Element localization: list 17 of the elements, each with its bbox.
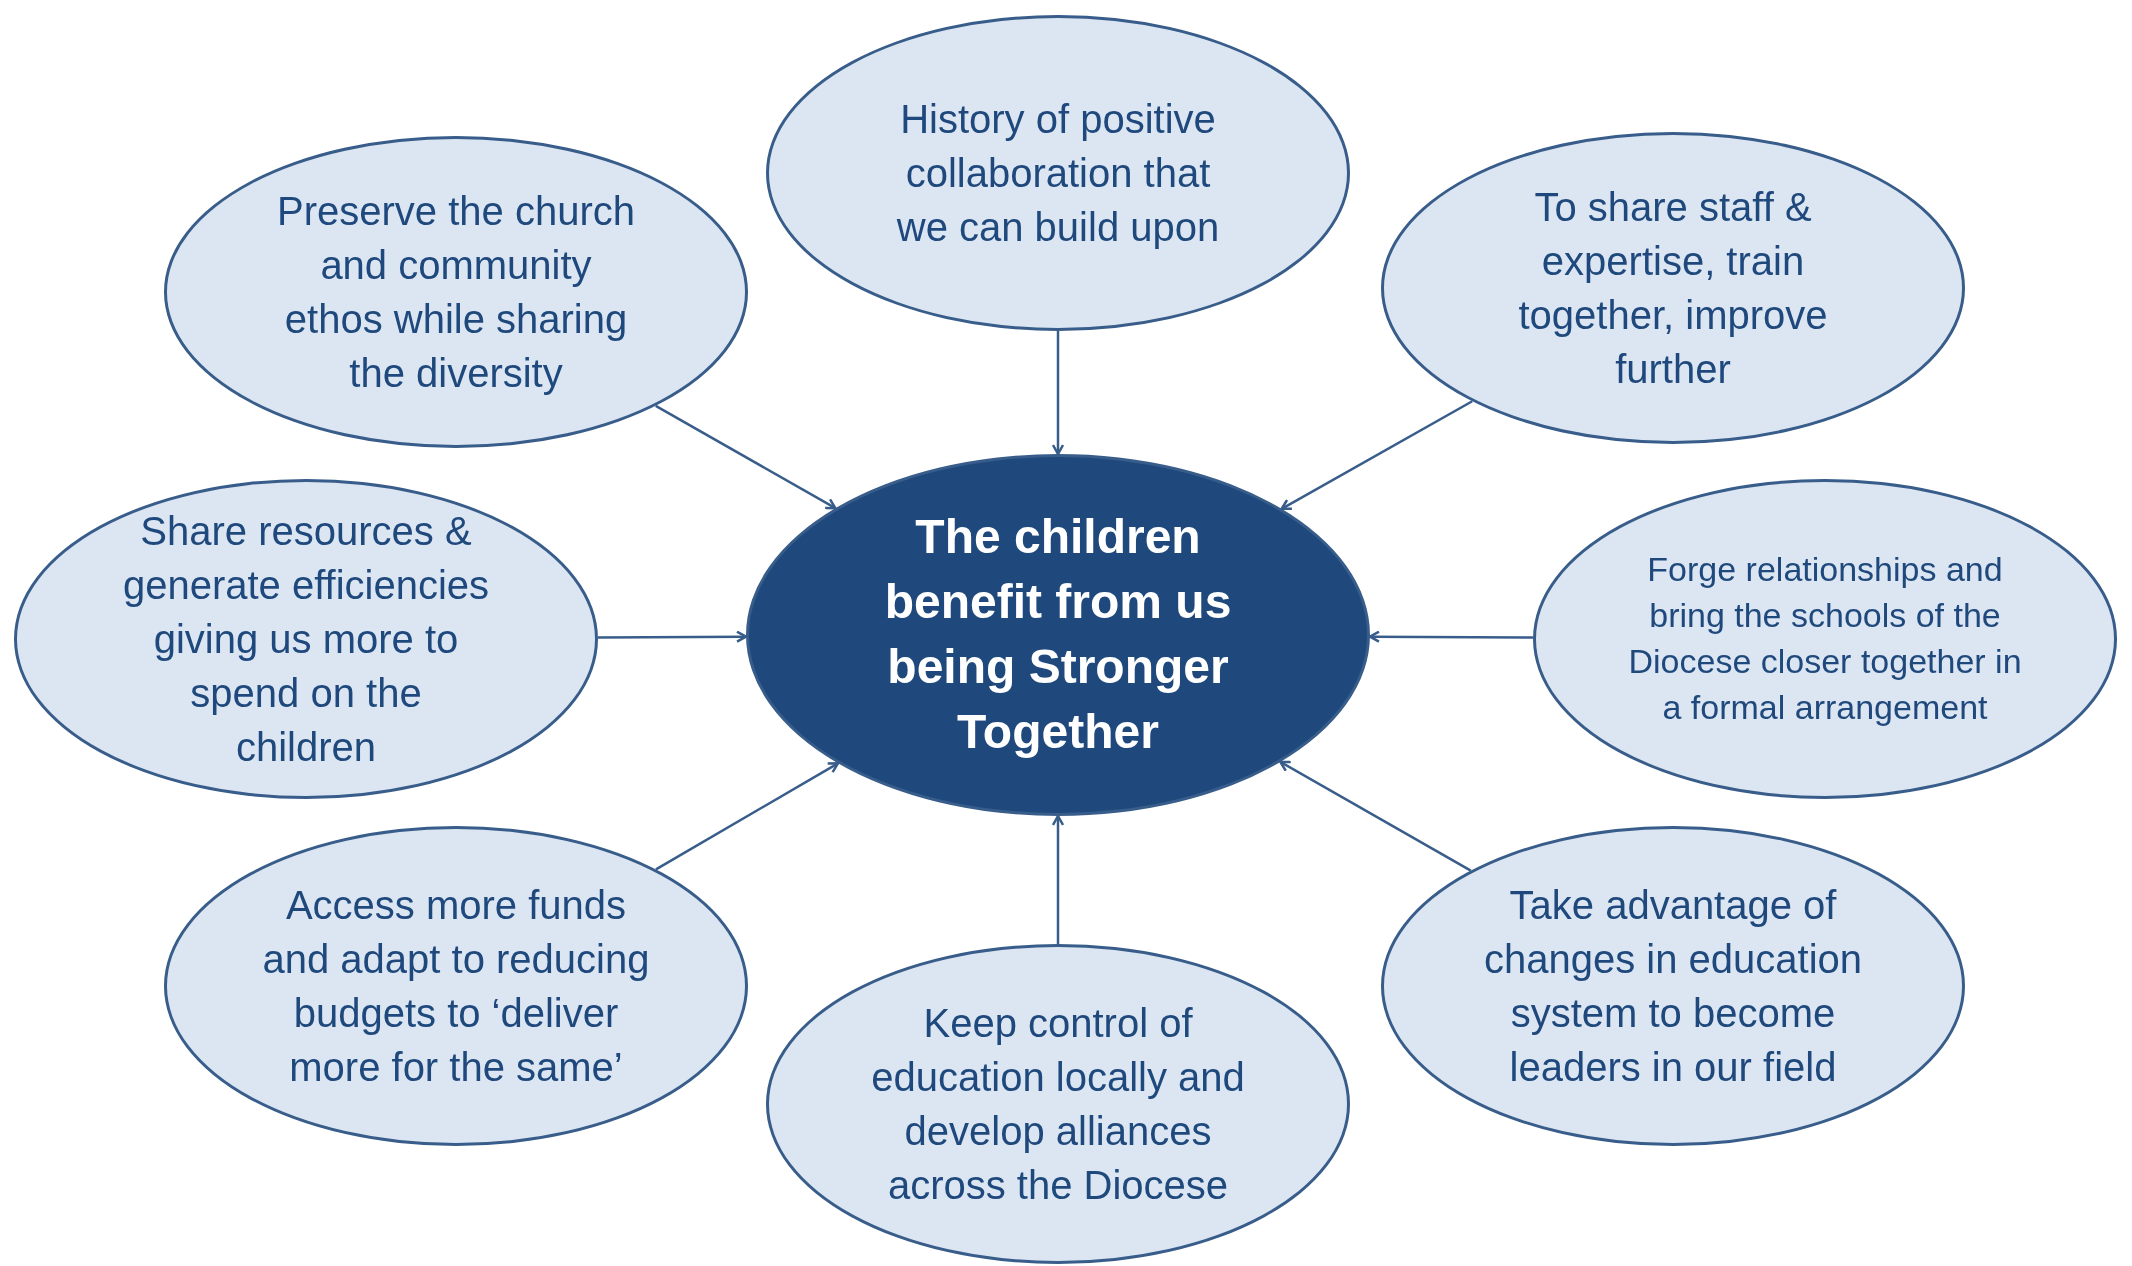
ellipse-text: To share staff & expertise, train together, improve further — [1517, 184, 1829, 393]
arrow — [655, 762, 840, 871]
arrow — [1051, 331, 1065, 456]
ellipse-text: History of positive collaboration that we can build upon — [895, 96, 1221, 251]
ellipse-text: Preserve the church and community ethos while sharing the diversity — [276, 188, 636, 397]
arrow — [1051, 814, 1065, 944]
ellipse-text: Keep control of education locally and develop alliances across the Diocese — [870, 1000, 1246, 1209]
ellipse-text: Access more funds and adapt to reducing budgets to ‘deliver more for the same’ — [261, 882, 651, 1091]
arrow — [1279, 760, 1472, 872]
arrow — [598, 630, 748, 643]
ellipse-text: Share resources & generate efficiencies giving us more to spend on the children — [121, 508, 491, 771]
ellipse-text: Take advantage of changes in education system to become leaders in our field — [1483, 882, 1863, 1091]
arrow — [1368, 630, 1533, 643]
ellipse-text: The children benefit from us being Stronger Together — [883, 509, 1233, 760]
ellipse-text: Forge relationships and bring the schools of the Diocese closer together in a formal arrangement — [1627, 549, 2023, 728]
arrow — [655, 404, 837, 510]
arrow — [1280, 400, 1473, 511]
